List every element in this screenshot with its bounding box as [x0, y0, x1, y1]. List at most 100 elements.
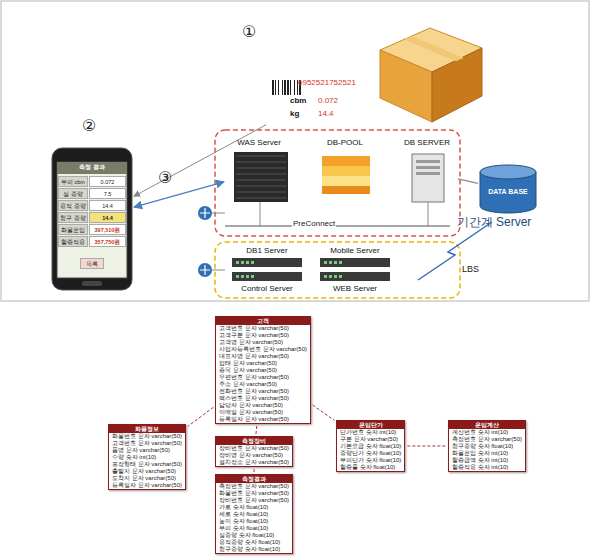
table-title: 측정결과 — [216, 475, 292, 483]
node-text: kg — [290, 109, 299, 119]
connector — [254, 469, 255, 472]
table-field: 할증금액 숫자 int(10) — [449, 457, 525, 464]
node-text: WAS Server — [226, 138, 292, 148]
connector — [134, 125, 266, 197]
entity-table: 측정결과측정번호 문자 varchar(50)화물번호 문자 varchar(5… — [215, 474, 293, 554]
table-field: 단가번호 숫자 int(10) — [337, 429, 404, 436]
connector — [188, 407, 214, 426]
bus-drop — [428, 202, 429, 226]
table-field: 도착지 문자 varchar(50) — [109, 475, 185, 482]
connector — [255, 426, 257, 434]
table-field: 팩스번호 문자 varchar(50) — [216, 395, 310, 402]
table-field: 고객명 문자 varchar(50) — [216, 339, 310, 346]
node-text: DB1 Server — [232, 246, 302, 256]
connector — [407, 446, 446, 447]
table-cell: 목록 — [80, 258, 104, 269]
table-field: 대표자명 문자 varchar(50) — [216, 353, 310, 360]
entity-table: 측정장비장비번호 문자 varchar(50)장비명 문자 varchar(50… — [215, 436, 293, 467]
preconnect-bus — [225, 225, 450, 227]
node-text: Control Server — [232, 284, 302, 294]
server-label: DB1 Server — [232, 246, 302, 257]
table-field: 주소 문자 varchar(50) — [216, 381, 310, 388]
server-region — [215, 130, 460, 236]
server-box: WAS Server — [226, 138, 292, 206]
table-field: 전화번호 문자 varchar(50) — [216, 388, 310, 395]
node-text: Mobile Server — [320, 246, 390, 256]
server-label: Mobile Server — [320, 246, 390, 257]
table-field: 종목 문자 varchar(50) — [216, 367, 310, 374]
server-label: Control Server — [232, 284, 302, 295]
entity-table: 운임단가단가번호 숫자 int(10)구분 문자 varchar(50)기본요금… — [336, 420, 405, 472]
table-field: 기본요금 숫자 float(10) — [337, 443, 404, 450]
entity-table: 고객고객번호 문자 varchar(50)고객구분 문자 varchar(50)… — [215, 316, 311, 424]
server-bars — [232, 258, 390, 281]
table-field: 우편번호 문자 varchar(50) — [216, 374, 310, 381]
db-pool-stack — [322, 156, 370, 194]
table-field: 높이 숫자 float(10) — [216, 518, 292, 525]
table-field: 화물번호 문자 varchar(50) — [109, 433, 185, 440]
node-text: DB-POOL — [312, 138, 378, 148]
table-cell: 0.072 — [89, 176, 126, 187]
table-title: 운임단가 — [337, 421, 404, 429]
bus-drop — [260, 202, 261, 226]
table-cell: 14.4 — [89, 212, 126, 223]
node-text: WEB Server — [320, 284, 390, 294]
table-cell: 357,750원 — [89, 236, 126, 247]
table-cell: 14.4 — [89, 200, 126, 211]
server-box: DB SERVER — [398, 138, 456, 206]
table-field: 측정번호 문자 varchar(50) — [216, 483, 292, 490]
table-field: 화물운임 숫자 int(10) — [449, 450, 525, 457]
node-text: 기간계 Server — [450, 215, 538, 229]
table-field: 담당자 문자 varchar(50) — [216, 402, 310, 409]
table-field: 이메일 문자 varchar(50) — [216, 409, 310, 416]
table-field: 화물번호 문자 varchar(50) — [216, 490, 292, 497]
connector — [458, 179, 478, 183]
table-cell: 7.5 — [89, 188, 126, 199]
node-text: 6952521752521 — [298, 78, 356, 88]
table-field: 구분 문자 varchar(50) — [337, 436, 404, 443]
router-icon — [198, 206, 225, 277]
frame — [1, 1, 589, 301]
table-field: 장비번호 문자 varchar(50) — [216, 445, 292, 452]
node-text: 14.4 — [318, 109, 334, 119]
table-field: 업태 문자 varchar(50) — [216, 360, 310, 367]
table-field: 고객번호 문자 varchar(50) — [216, 325, 310, 332]
table-field: 고객번호 문자 varchar(50) — [109, 440, 185, 447]
table-title: 운임계산 — [449, 421, 525, 429]
callout-number: ② — [82, 116, 96, 135]
table-field: 포장형태 문자 varchar(50) — [109, 461, 185, 468]
table-field: 고객구분 문자 varchar(50) — [216, 332, 310, 339]
table-field: 설치장소 문자 varchar(50) — [216, 459, 292, 466]
region-label: PreConnect — [292, 219, 336, 228]
server-label: WEB Server — [320, 284, 390, 295]
was-rack — [234, 152, 288, 202]
callout-number: ③ — [158, 168, 172, 187]
table-field: 세로 숫자 float(10) — [216, 511, 292, 518]
node-text: 측정 결과 — [57, 163, 127, 171]
table-field: 측정번호 문자 varchar(50) — [449, 436, 525, 443]
table-field: 수량 숫자 int(10) — [109, 454, 185, 461]
lightning-link — [418, 222, 492, 280]
table-field: 청구중량 숫자 float(10) — [216, 546, 292, 553]
table-field: 사업자등록번호 문자 varchar(50) — [216, 346, 310, 353]
region-label: LBS — [462, 264, 479, 274]
barcode — [272, 80, 301, 95]
node-text: 0.072 — [318, 96, 338, 106]
table-field: 중량단가 숫자 float(10) — [337, 450, 404, 457]
table-field: 가로 숫자 float(10) — [216, 504, 292, 511]
table-field: 계산번호 숫자 int(10) — [449, 429, 525, 436]
connector — [134, 182, 224, 207]
table-title: 화물정보 — [109, 425, 185, 433]
table-field: 품명 문자 varchar(50) — [109, 447, 185, 454]
entity-table: 화물정보화물번호 문자 varchar(50)고객번호 문자 varchar(5… — [108, 424, 186, 490]
barcode-label: 6952521752521cbm0.072kg14.4 — [268, 76, 352, 126]
table-field: 출발지 문자 varchar(50) — [109, 468, 185, 475]
table-field: 등록일자 문자 varchar(50) — [216, 416, 310, 423]
database-cylinder — [480, 165, 536, 213]
table-cell: 화물운임 — [58, 224, 88, 235]
table-cell: 용적 중량 — [58, 200, 88, 211]
table-field: 할증적용 숫자 int(10) — [449, 464, 525, 471]
